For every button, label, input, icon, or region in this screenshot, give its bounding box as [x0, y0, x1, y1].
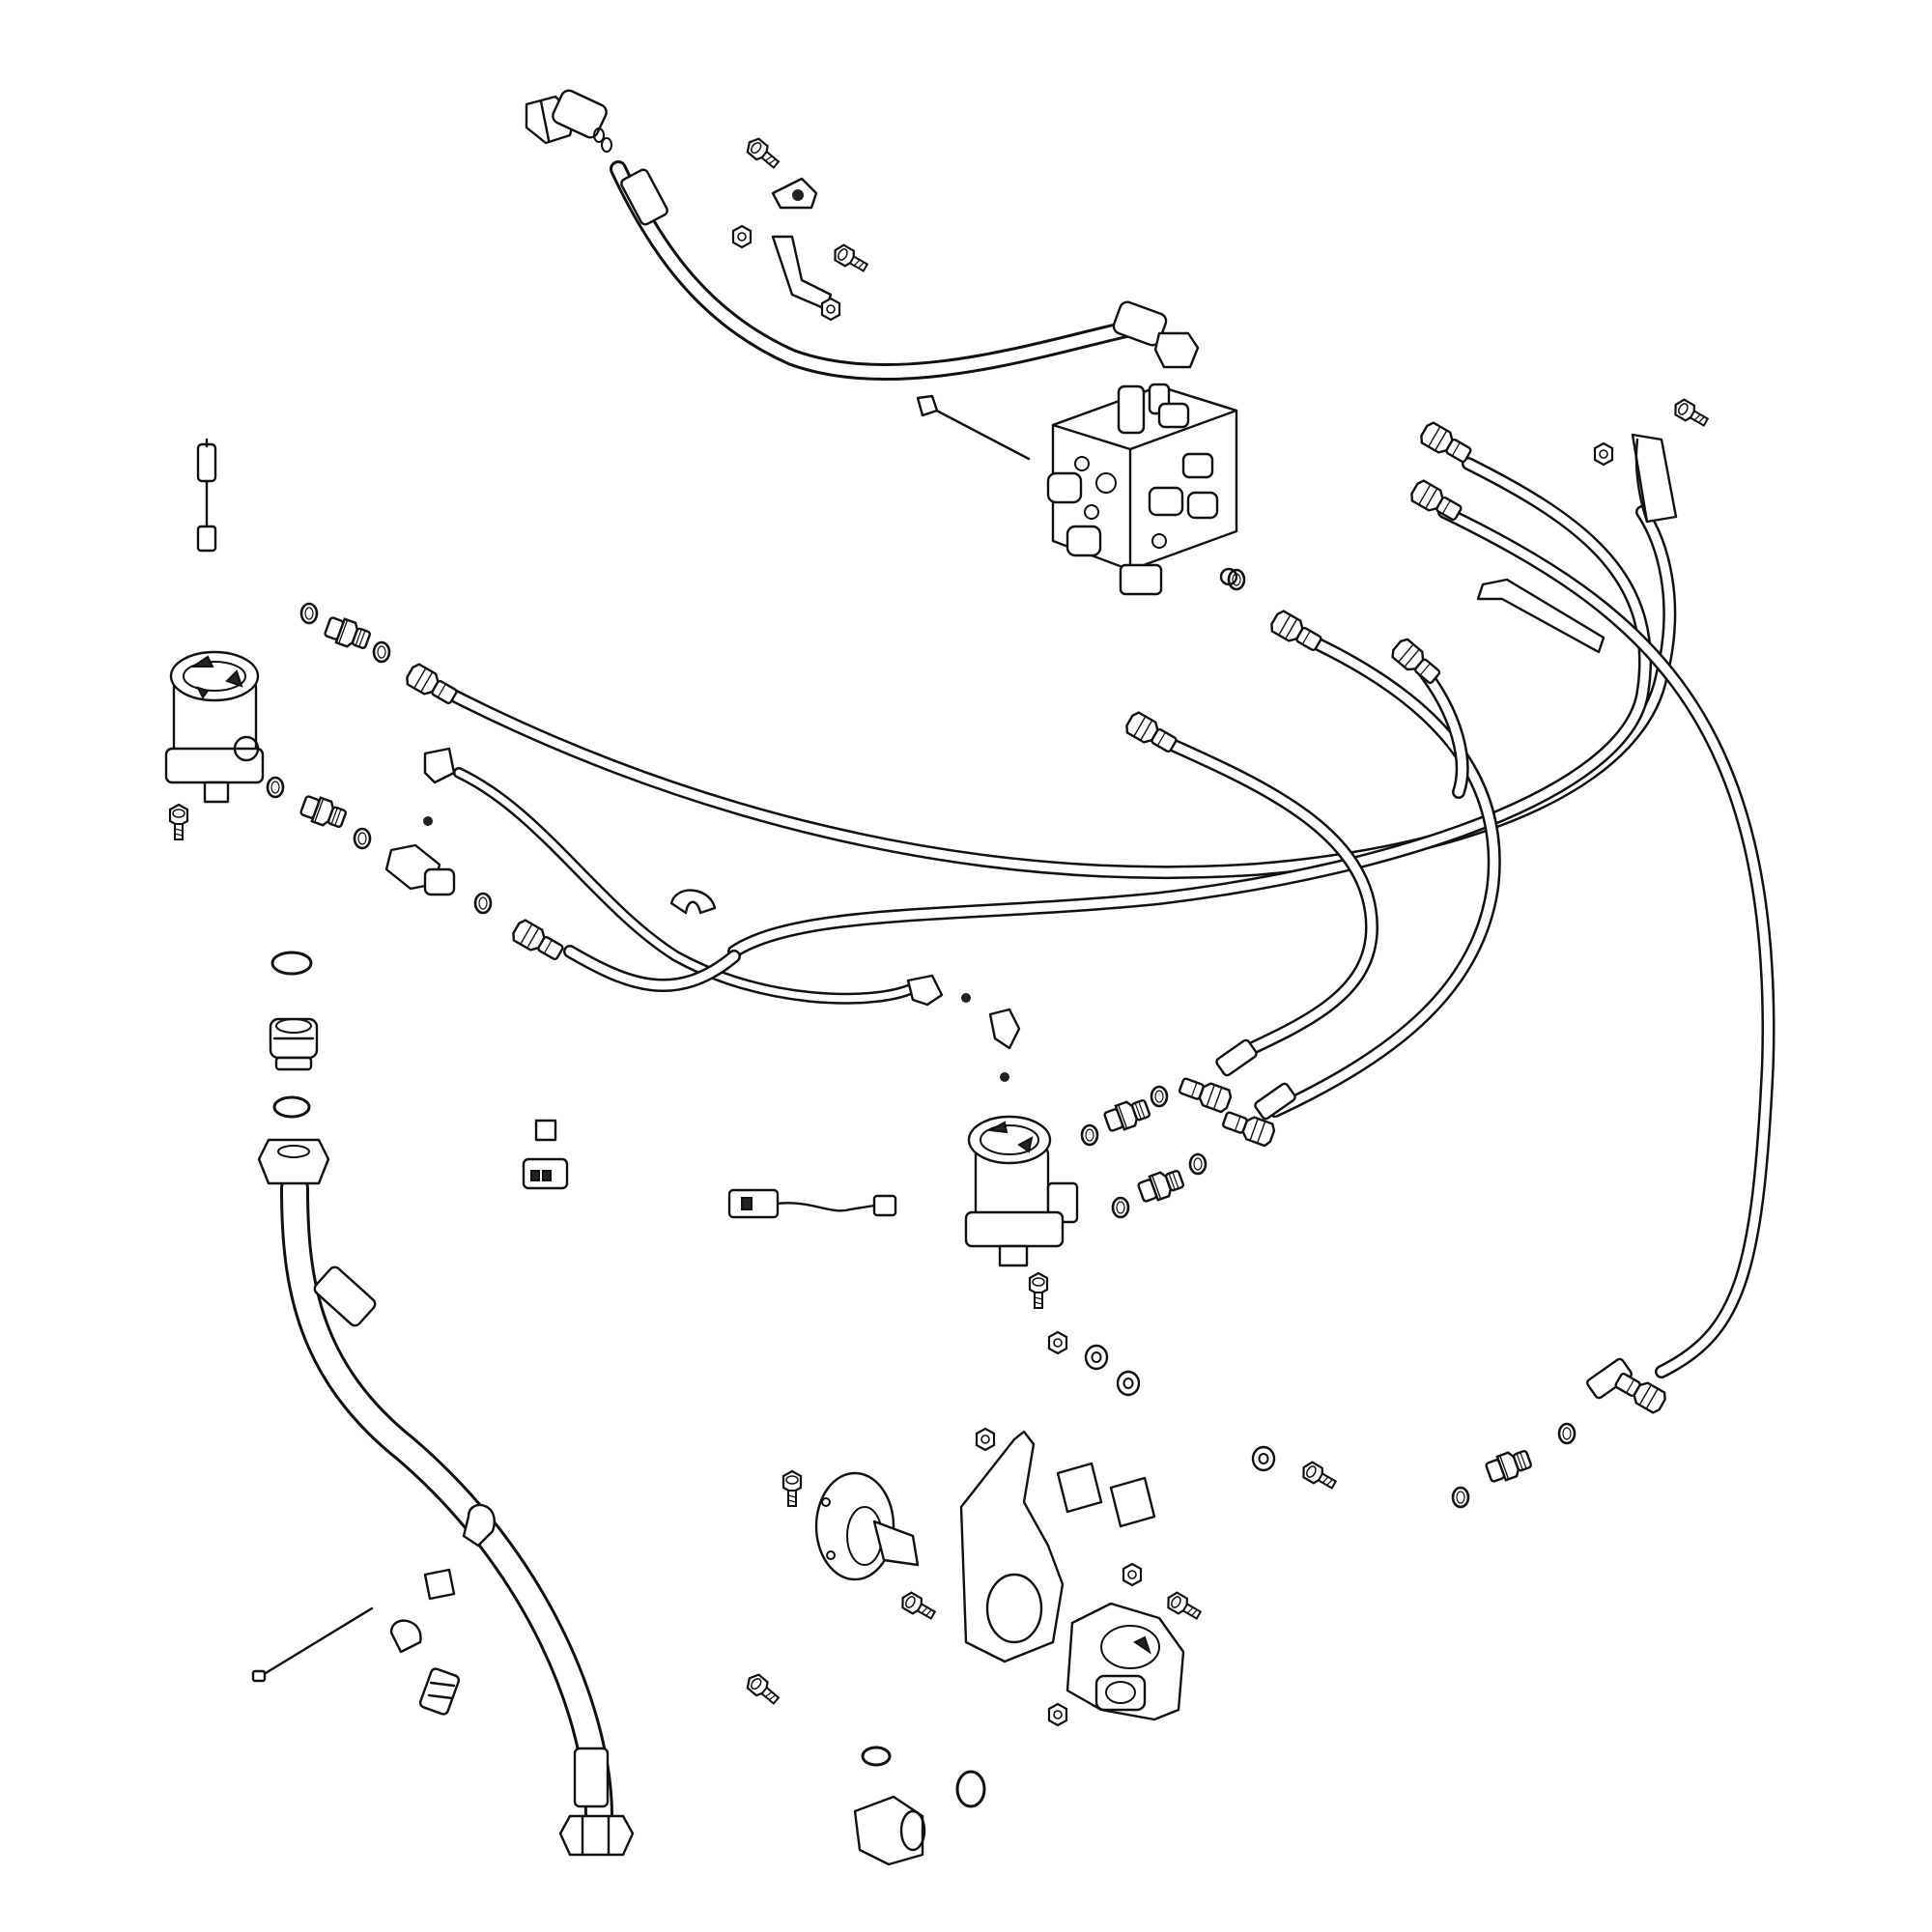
wiring-harness: [727, 1188, 897, 1219]
hydraulic-pump: [1065, 1602, 1185, 1721]
mounting-strap: [1476, 578, 1605, 654]
connector: [522, 1119, 569, 1190]
nut: [1593, 441, 1614, 467]
valve-fitting: [1046, 402, 1219, 557]
misc-hardware: [1219, 567, 1246, 591]
nut: [975, 1427, 996, 1452]
bolt: [781, 1469, 803, 1508]
center-motor-fittings: [906, 974, 1208, 1397]
hose-end-nut: [257, 1138, 330, 1185]
connector: [418, 1667, 461, 1716]
hydraulic-hoses: [280, 160, 1776, 1831]
suction-fitting-set: [269, 951, 319, 1119]
elbow-fitting: [988, 1008, 1021, 1050]
hydraulic-motor-center: [964, 1115, 1079, 1267]
elbow-fitting: [1112, 300, 1200, 369]
hose-end-fittings: [257, 89, 1669, 1857]
suction-hose: [280, 1174, 613, 1831]
hydraulic-hose: [1268, 631, 1501, 1118]
hydraulic-hose: [1437, 505, 1776, 1378]
hydraulic-hose: [563, 945, 741, 992]
bolt: [1670, 396, 1712, 431]
hydraulic-motor-left: [164, 650, 265, 804]
cable-tie: [251, 1606, 374, 1683]
hose-clamp: [1631, 433, 1678, 524]
control-valve-block: [916, 383, 1238, 596]
bolt: [742, 1670, 783, 1709]
hydraulic-hose: [727, 457, 1653, 958]
left-motor-fittings: [168, 602, 493, 915]
hose-clamp: [771, 177, 818, 210]
bracket: [771, 235, 833, 311]
nut: [1122, 1562, 1143, 1587]
small-hardware-top: [593, 128, 871, 322]
tee-fitting: [384, 843, 456, 896]
nut: [1047, 1702, 1068, 1727]
sensor: [196, 438, 217, 553]
pump-mounting-bracket: [959, 1430, 1065, 1663]
elbow-fitting: [525, 89, 608, 145]
hydraulic-hose: [453, 767, 914, 1005]
hose-clamps-lower: [389, 1503, 496, 1716]
drive-coupler-flange: [814, 1471, 920, 1581]
hydraulic-hose: [610, 160, 1139, 381]
suction-elbow: [853, 1795, 926, 1866]
elbow-fitting: [423, 747, 456, 784]
hose-clamp: [669, 889, 717, 915]
hydraulic-hose: [1152, 732, 1378, 1065]
elbow-fitting: [906, 974, 944, 1007]
return-fitting-set: [1251, 1422, 1577, 1509]
hose-ferrules: [313, 168, 1633, 1808]
bolt: [1163, 1589, 1205, 1624]
hose-end-nut: [558, 1814, 635, 1857]
bolt: [897, 1589, 939, 1624]
mounting-pads: [1056, 1462, 1156, 1528]
